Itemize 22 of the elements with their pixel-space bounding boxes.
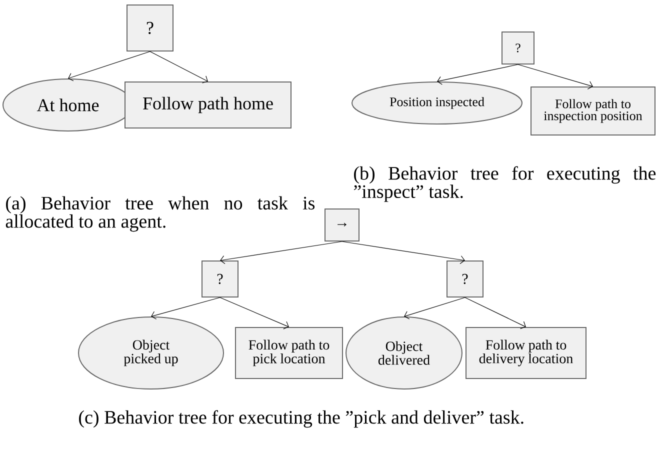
control-box: ? [126, 4, 174, 52]
arrow [404, 297, 466, 320]
action-box: Follow path to delivery location [466, 327, 586, 379]
arrow [150, 51, 208, 84]
control-box: → [324, 208, 360, 242]
arrow [220, 297, 289, 330]
caption: (b) Behavior tree for executing the ”inspect” task. [354, 166, 656, 202]
arrow [220, 241, 342, 264]
arrow [437, 64, 518, 85]
caption: (c) Behavior tree for executing the ”pick and deliver” task. [79, 410, 524, 428]
control-box: ? [202, 260, 238, 298]
arrow [68, 51, 150, 82]
control-box: ? [502, 32, 534, 64]
arrow [151, 297, 220, 320]
action-box: Follow path home [124, 82, 292, 128]
arrow [464, 297, 526, 329]
action-box: Follow path to inspection position [530, 86, 656, 136]
arrow [342, 241, 465, 264]
control-box: ? [446, 260, 484, 298]
arrow [518, 64, 593, 90]
caption: (a) Behavior tree when no task is allocated to an agent. [6, 196, 315, 232]
action-box: Follow path to pick location [235, 327, 343, 379]
